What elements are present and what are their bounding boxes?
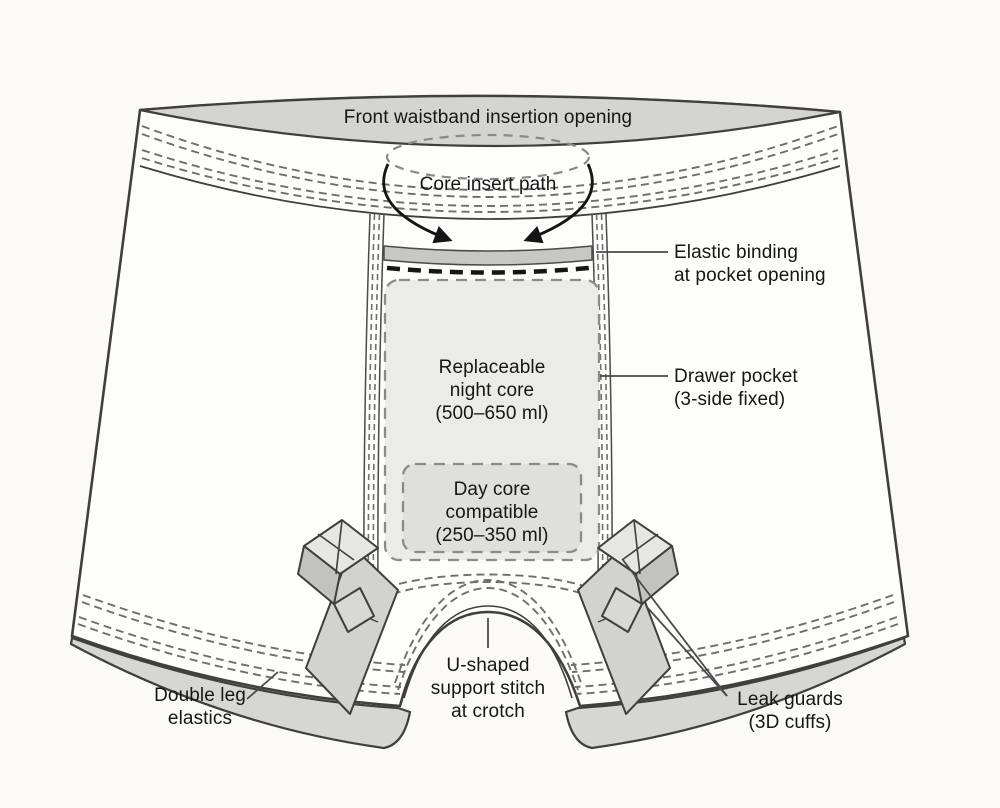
waistband-opening-label: Front waistband insertion opening (343, 107, 633, 128)
waistband (138, 94, 842, 220)
elastic-binding-label: Elastic binding at pocket opening (674, 242, 826, 286)
left-hem-band (69, 636, 412, 750)
right-insert-arrow (523, 163, 594, 244)
leader-lines (246, 251, 728, 700)
leader-leak-guard-2 (645, 605, 728, 697)
drawer-pocket-label: Drawer pocket (3-side fixed) (674, 366, 798, 410)
pocket-opening-stitch (386, 265, 590, 275)
leg-elastics-label: Double leg elastics (154, 685, 246, 729)
drawer-pocket-area (383, 278, 601, 562)
left-insert-arrow (382, 163, 453, 244)
day-core-outline (401, 462, 583, 554)
core-insert-arrows (382, 163, 594, 244)
waistband-seam (139, 165, 841, 220)
leader-leg-elastics (246, 671, 279, 700)
day-core-label: Day core compatible (250–350 ml) (435, 479, 549, 546)
pocket-panel-channels (363, 213, 613, 605)
leader-leak-guard-1 (622, 559, 728, 697)
core-insert-path-label: Core insert path (419, 174, 557, 195)
elastic-binding-strip (383, 245, 593, 275)
right-hem-band (564, 636, 907, 750)
waistband-stitch-lines (141, 125, 839, 213)
support-stitch-label: U-shaped support stitch at crotch (430, 655, 546, 722)
leak-guard-left (297, 519, 399, 715)
leak-guards-label: Leak guards (3D cuffs) (737, 689, 843, 733)
night-core-label: Replaceable night core (500–650 ml) (435, 357, 549, 424)
insertion-opening-ellipse (385, 133, 591, 181)
